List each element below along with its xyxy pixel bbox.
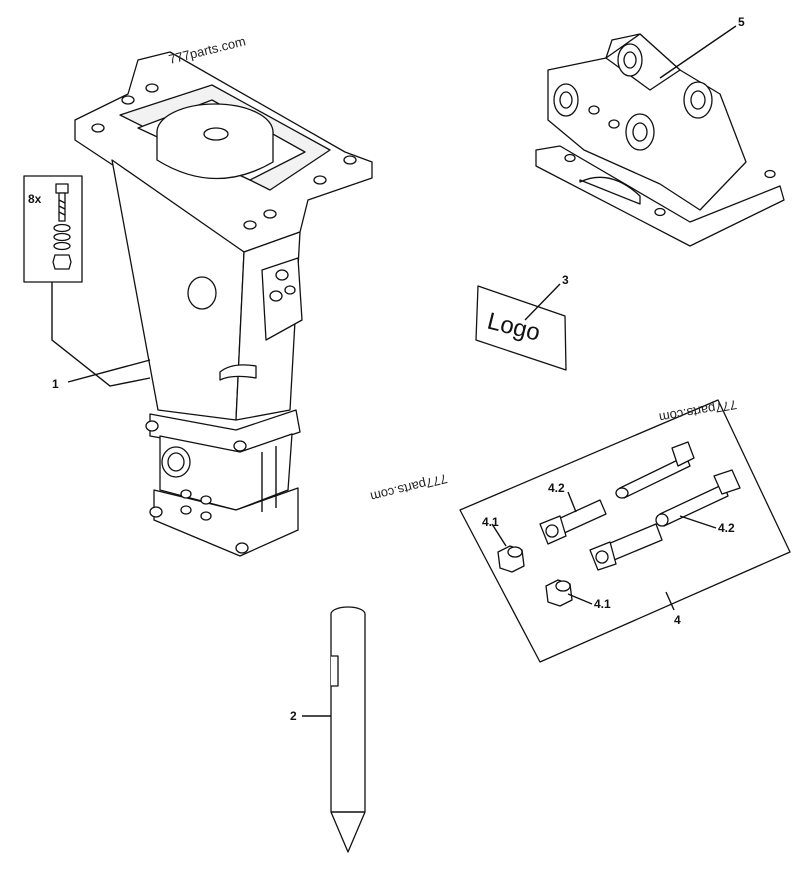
callout-5: 5: [738, 15, 745, 29]
callout-4-1-upper: 4.1: [482, 515, 499, 529]
callout-leaders: [67, 25, 737, 717]
washer-icon: [53, 241, 71, 251]
callout-4-2-left: 4.2: [548, 481, 565, 495]
washer-icon: [53, 223, 71, 233]
callout-3: 3: [562, 273, 569, 287]
hex-nut-icon: [52, 254, 72, 270]
bolt-kit-box: 8x: [23, 175, 151, 387]
callout-4-2-right: 4.2: [718, 521, 735, 535]
breaker-body-part-1: [74, 51, 373, 557]
chisel-part-2: [330, 606, 366, 853]
callout-4-1-lower: 4.1: [594, 597, 611, 611]
mounting-bracket-part-5: [535, 33, 785, 247]
watermark-top: 777parts.com: [167, 33, 247, 67]
washer-icon: [53, 232, 71, 242]
kit-quantity: 8x: [28, 192, 42, 206]
callout-4: 4: [674, 613, 681, 627]
logo-decal-part-3: Logo: [475, 285, 567, 371]
callout-2: 2: [290, 709, 297, 723]
hex-bolt-icon: [55, 183, 69, 222]
watermark-center: 777parts.com: [369, 471, 449, 505]
callout-1: 1: [52, 377, 59, 391]
hose-kit-part-4: [459, 399, 791, 663]
